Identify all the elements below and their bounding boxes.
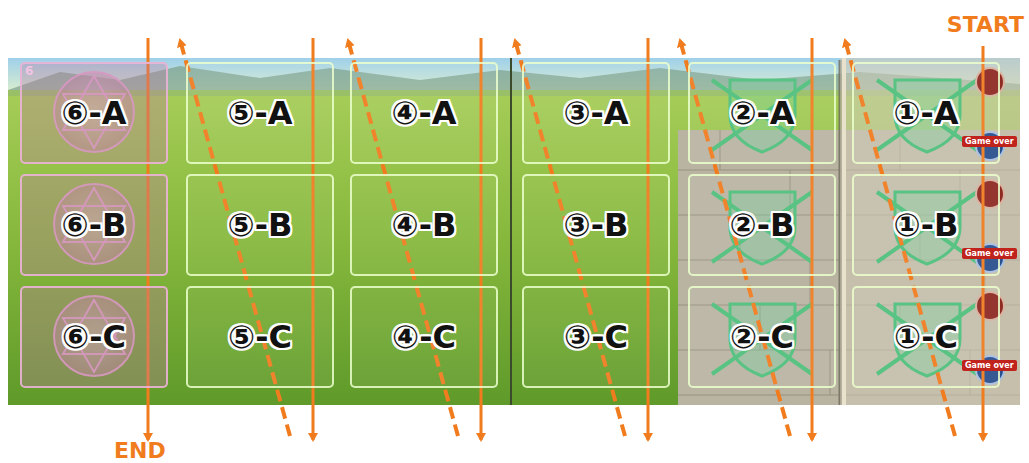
board-cell: ③-C: [522, 286, 670, 388]
board-cell: ②-C: [688, 286, 836, 388]
board-cell: ④-C: [350, 286, 498, 388]
board-cell: ③-B: [522, 174, 670, 276]
board-cell: ④-B: [350, 174, 498, 276]
cell-label: ⑥-C: [62, 318, 126, 356]
board-cell: ①-A: [852, 62, 1000, 164]
cell-label: ③-C: [564, 318, 628, 356]
end-label: END: [114, 438, 166, 463]
cell-label: ⑤-C: [228, 318, 292, 356]
board-cell: ⑤-A: [186, 62, 334, 164]
cell-label: ③-A: [563, 94, 628, 132]
cell-label: ⑥-B: [62, 206, 127, 244]
board-cell: ①-C: [852, 286, 1000, 388]
cell-label: ⑤-B: [228, 206, 293, 244]
cell-label: ⑥-A: [61, 94, 126, 132]
cell-label: ①-B: [894, 206, 959, 244]
cell-label: ②-B: [730, 206, 795, 244]
board-cell: ⑤-C: [186, 286, 334, 388]
cell-label: ④-C: [392, 318, 456, 356]
cell-label: ⑤-A: [227, 94, 292, 132]
cell-label: ②-A: [729, 94, 794, 132]
board-cell: ①-B: [852, 174, 1000, 276]
board-cell: ⑥-B: [20, 174, 168, 276]
cell-label: ③-B: [564, 206, 629, 244]
cell-label: ④-A: [391, 94, 456, 132]
game-over-tag: Game over: [962, 360, 1017, 371]
game-over-tag: Game over: [962, 136, 1017, 147]
column-number: 6: [25, 64, 33, 78]
board-cell: ④-A: [350, 62, 498, 164]
board-cell: ⑥-C: [20, 286, 168, 388]
game-over-tag: Game over: [962, 248, 1017, 259]
cell-label: ①-C: [894, 318, 958, 356]
cell-label: ②-C: [730, 318, 794, 356]
cell-label: ④-B: [392, 206, 457, 244]
board-cell: ②-A: [688, 62, 836, 164]
start-label: START: [947, 12, 1024, 37]
board-cell: ③-A: [522, 62, 670, 164]
board-cell: ⑥-A: [20, 62, 168, 164]
board-cell: ⑤-B: [186, 174, 334, 276]
board-cell: ②-B: [688, 174, 836, 276]
cell-label: ①-A: [893, 94, 958, 132]
